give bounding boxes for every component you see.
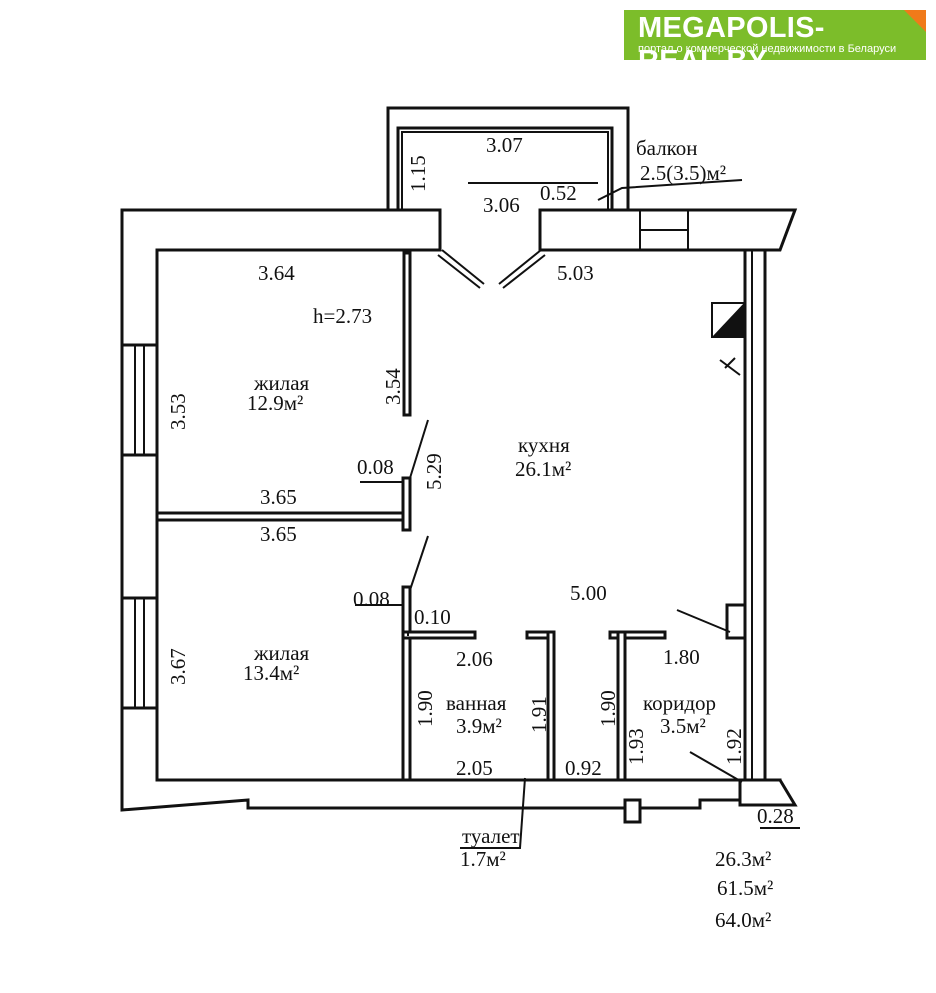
total-area-with-balcony: 64.0м² bbox=[715, 908, 771, 932]
dim-192: 1.92 bbox=[722, 728, 746, 765]
dim-500: 5.00 bbox=[570, 581, 607, 605]
balcony-area: 2.5(3.5)м² bbox=[640, 161, 726, 185]
dim-365-lower: 3.65 bbox=[260, 522, 297, 546]
logo-title: MEGAPOLIS-REAL.BY bbox=[638, 12, 825, 77]
dim-191: 1.91 bbox=[527, 696, 551, 733]
dim-205: 2.05 bbox=[456, 756, 493, 780]
kitchen-area: 26.1м² bbox=[515, 457, 571, 481]
ceiling-height: h=2.73 bbox=[313, 304, 372, 328]
dim-529: 5.29 bbox=[422, 453, 446, 490]
dim-028: 0.28 bbox=[757, 804, 794, 828]
dim-092: 0.92 bbox=[565, 756, 602, 780]
dim-180: 1.80 bbox=[663, 645, 700, 669]
kitchen-name: кухня bbox=[518, 433, 570, 457]
dim-365-upper: 3.65 bbox=[260, 485, 297, 509]
dim-190-bath: 1.90 bbox=[413, 690, 437, 727]
corridor-area: 3.5м² bbox=[660, 714, 706, 738]
logo-corner bbox=[904, 10, 926, 32]
living2-area: 13.4м² bbox=[243, 661, 299, 685]
dim-052: 0.52 bbox=[540, 181, 577, 205]
dim-354: 3.54 bbox=[381, 368, 405, 405]
site-logo[interactable]: MEGAPOLIS-REAL.BY портал о коммерческой … bbox=[624, 10, 926, 77]
living2-name: жилая bbox=[253, 641, 310, 665]
dim-364: 3.64 bbox=[258, 261, 295, 285]
dim-353: 3.53 bbox=[166, 393, 190, 430]
total-living-area: 26.3м² bbox=[715, 847, 771, 871]
toilet-area: 1.7м² bbox=[460, 847, 506, 871]
bathroom-area: 3.9м² bbox=[456, 714, 502, 738]
interior-walls bbox=[155, 179, 800, 849]
total-area: 61.5м² bbox=[717, 876, 773, 900]
dim-193: 1.93 bbox=[624, 728, 648, 765]
balcony-doors bbox=[437, 249, 546, 289]
balcony-name: балкон bbox=[636, 136, 698, 160]
dim-010: 0.10 bbox=[414, 605, 451, 629]
dim-503: 5.03 bbox=[557, 261, 594, 285]
ventilation-icon bbox=[711, 302, 745, 376]
dim-balcony-width: 3.07 bbox=[486, 133, 523, 157]
dim-balcony-inner: 3.06 bbox=[483, 193, 520, 217]
bathroom-name: ванная bbox=[446, 691, 507, 715]
dim-190-toilet: 1.90 bbox=[596, 690, 620, 727]
logo-subtitle: портал о коммерческой недвижимости в Бел… bbox=[638, 43, 897, 55]
toilet-name: туалет bbox=[462, 824, 520, 848]
dim-balcony-depth: 1.15 bbox=[406, 155, 430, 192]
corridor-name: коридор bbox=[643, 691, 716, 715]
exterior-walls bbox=[120, 208, 798, 824]
dim-008-lower: 0.08 bbox=[353, 587, 390, 611]
dim-206: 2.06 bbox=[456, 647, 493, 671]
living1-area: 12.9м² bbox=[247, 391, 303, 415]
dim-367: 3.67 bbox=[166, 648, 190, 685]
living1-name: жилая bbox=[253, 371, 310, 395]
dim-008-upper: 0.08 bbox=[357, 455, 394, 479]
